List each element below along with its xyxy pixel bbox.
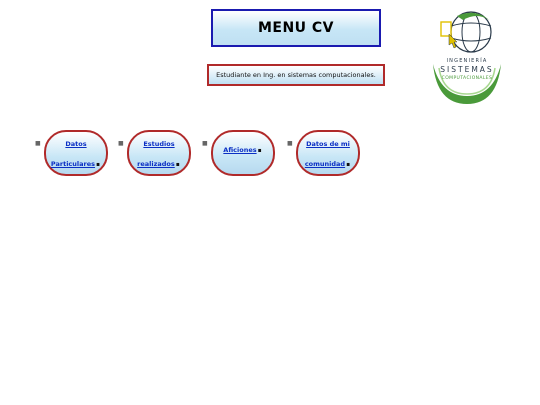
nav-link-line2[interactable]: comunidad <box>304 160 346 168</box>
subtitle-box: Estudiante en Ing. en sistemas computaci… <box>207 64 385 86</box>
nav-link-line1[interactable]: Datos de mi <box>306 140 350 148</box>
logo-line-3: COMPUTACIONALES <box>441 76 493 81</box>
aficiones-button[interactable]: Aficiones. <box>211 130 275 176</box>
bullet-icon: ■ <box>35 140 41 147</box>
ingenieria-sistemas-logo: INGENIERÍA SISTEMAS COMPUTACIONALES <box>427 6 507 108</box>
bullet-icon: ■ <box>287 140 293 147</box>
bullet-icon: ■ <box>202 140 208 147</box>
subtitle-text: Estudiante en Ing. en sistemas computaci… <box>216 71 376 79</box>
nav-link-line2[interactable]: Particulares <box>50 160 96 168</box>
nav-suffix: . <box>174 151 181 170</box>
nav-link-line1[interactable]: Aficiones <box>223 146 257 154</box>
nav-suffix: . <box>256 137 263 156</box>
logo-line-1: INGENIERÍA <box>446 58 488 64</box>
nav-link-line2[interactable]: realizados <box>137 160 175 168</box>
nav-link-line1[interactable]: Datos <box>65 140 87 148</box>
datos-comunidad-button[interactable]: Datos de mi comunidad. <box>296 130 360 176</box>
nav-suffix: . <box>345 151 352 170</box>
menu-title-box: MENU CV <box>211 9 381 47</box>
page-title: MENU CV <box>257 20 335 36</box>
bullet-icon: ■ <box>118 140 124 147</box>
nav-link-line1[interactable]: Estudios <box>143 140 175 148</box>
datos-particulares-button[interactable]: Datos Particulares. <box>44 130 108 176</box>
estudios-realizados-button[interactable]: Estudios realizados. <box>127 130 191 176</box>
nav-suffix: . <box>95 151 102 170</box>
globe-cursor-icon <box>433 11 501 104</box>
logo-line-2: SISTEMAS <box>440 65 494 74</box>
cv-menu-nav: ■ Datos Particulares. ■ Estudios realiza… <box>0 130 540 182</box>
